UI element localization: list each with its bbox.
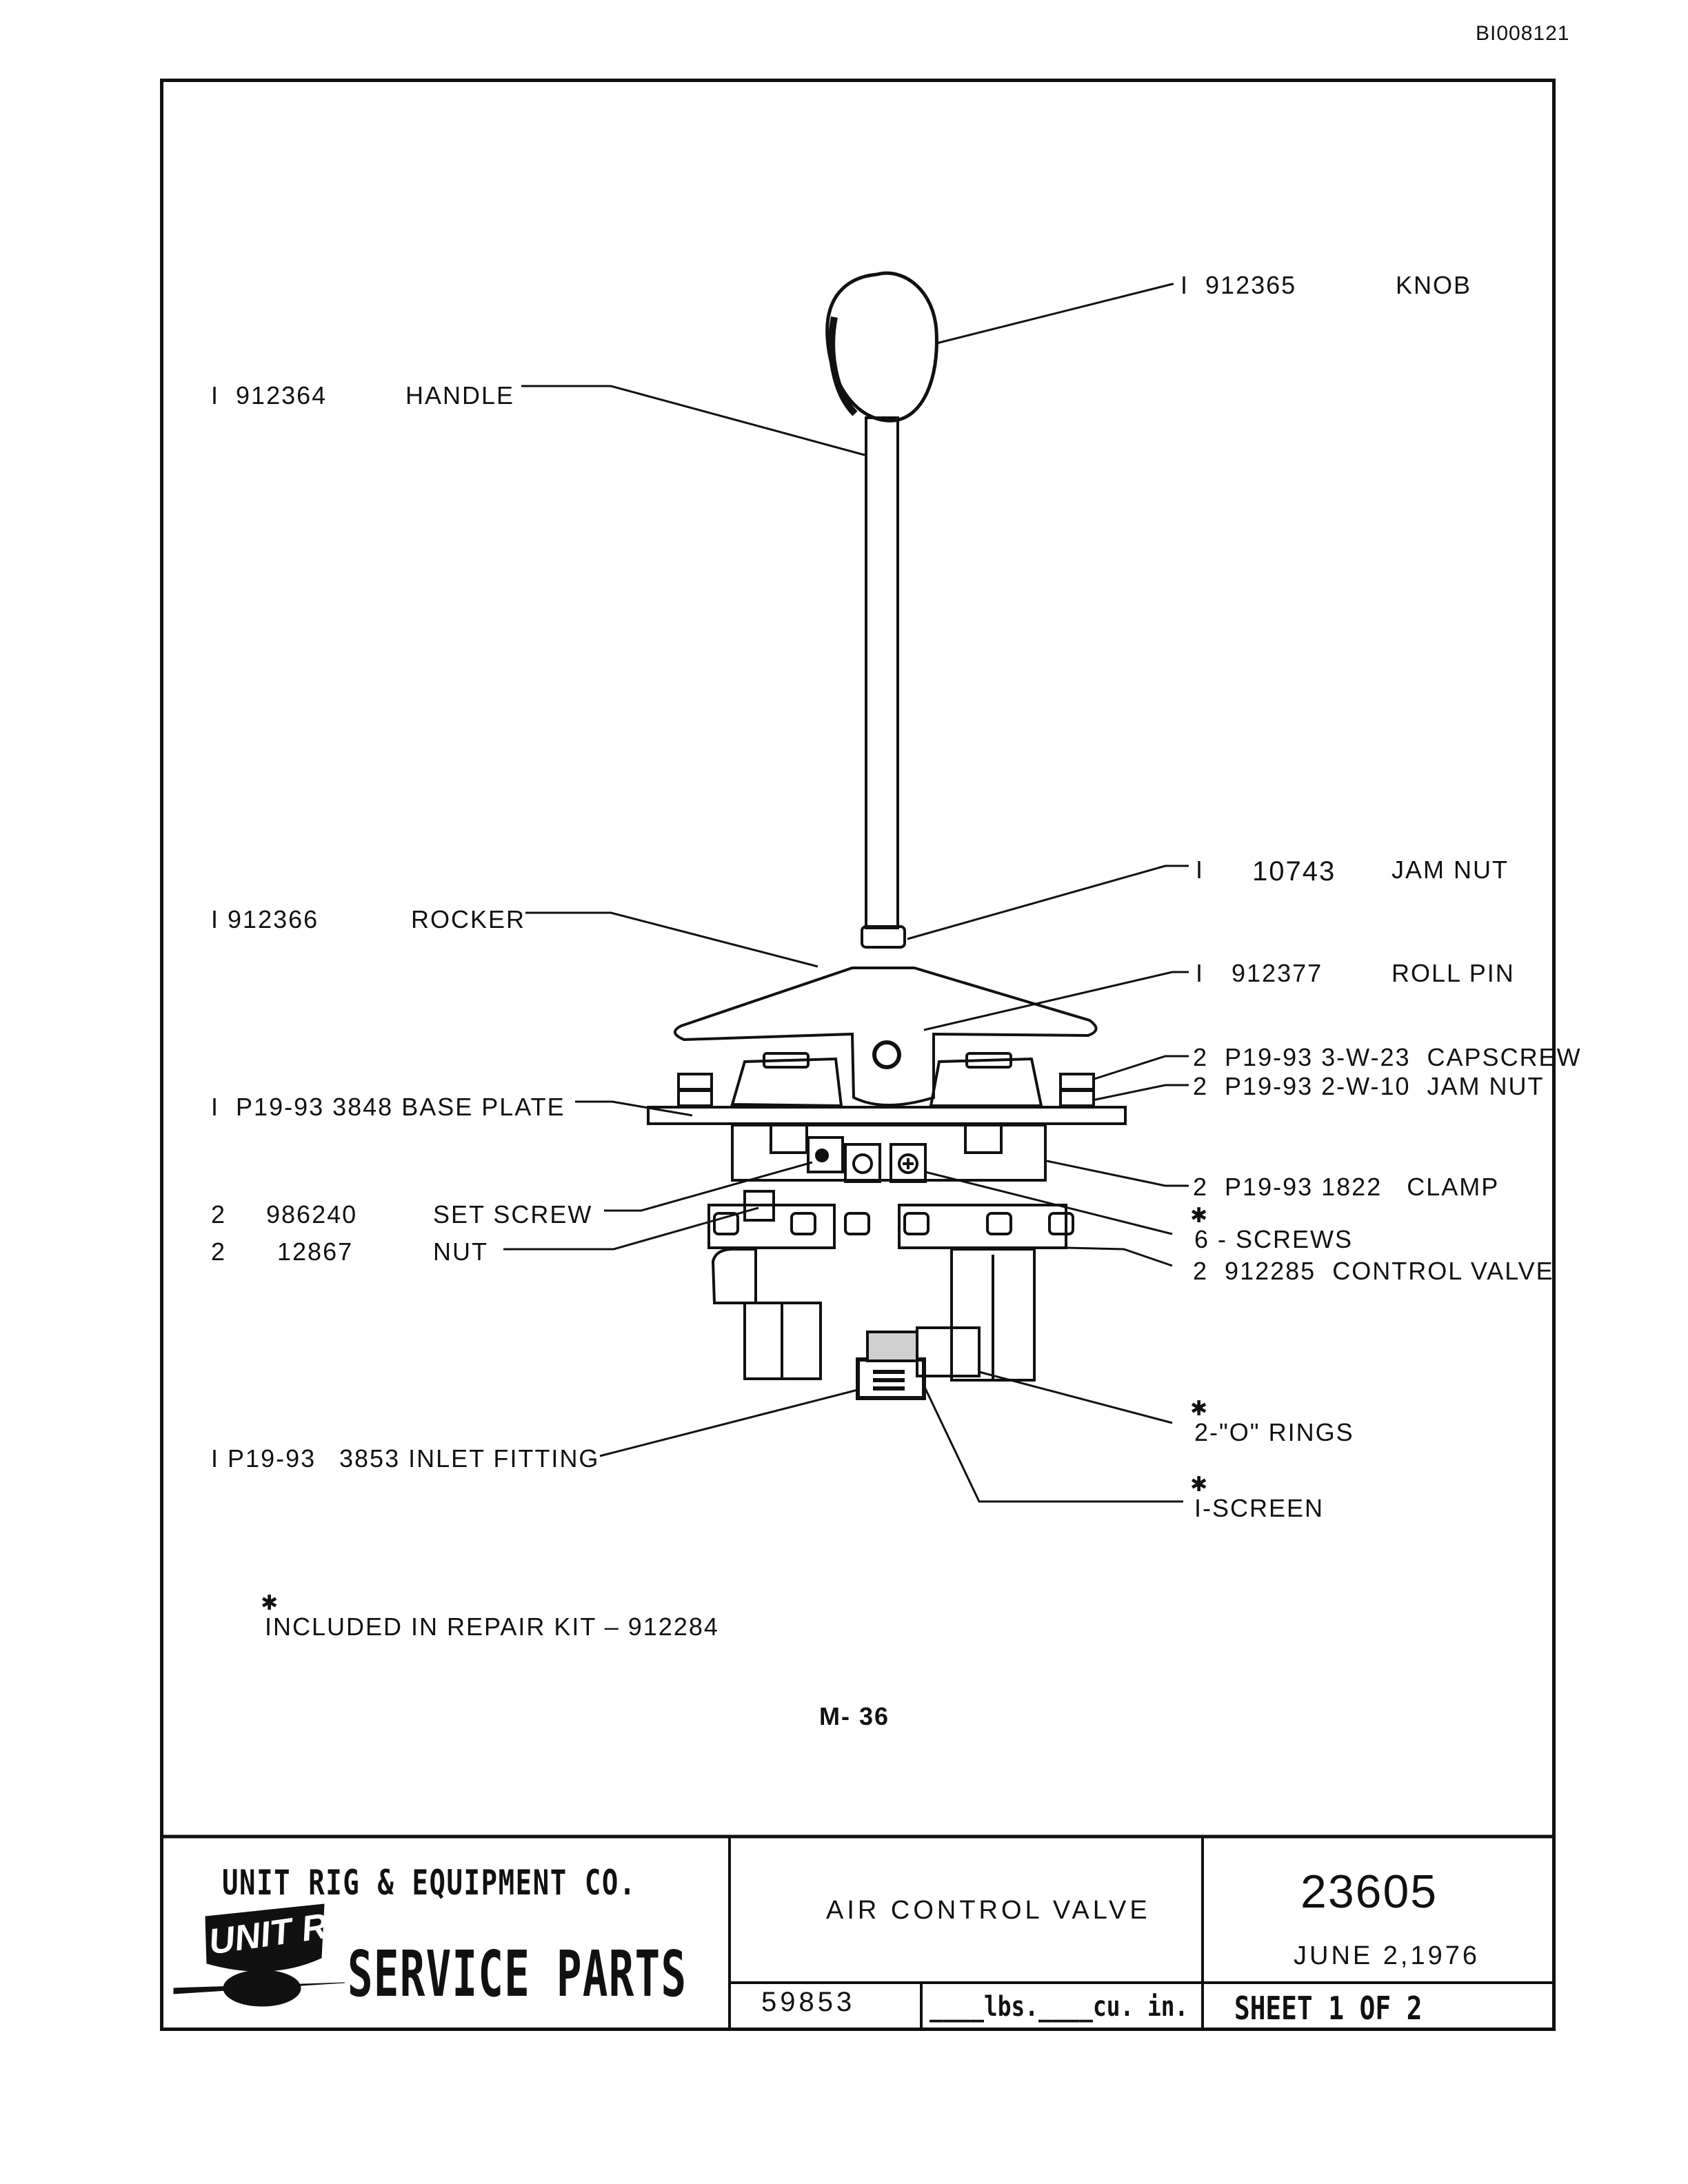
rocker-shape — [674, 967, 1098, 1106]
drawing-number: 23605 — [1300, 1866, 1438, 1918]
label-rocker: I 912366 ROCKER — [211, 905, 526, 933]
label-base-plate: I P19-93 3848 BASE PLATE — [211, 1093, 565, 1121]
label-control-valve: 2 912285 CONTROL VALVE — [1193, 1257, 1554, 1285]
handle-shaft — [865, 416, 899, 929]
label-handle: I 912364 HANDLE — [211, 381, 515, 410]
label-jam-nut: I 10743 JAM NUT — [1196, 856, 1509, 887]
part-title: AIR CONTROL VALVE — [826, 1896, 1151, 1925]
drawing-ref: M- 36 — [819, 1702, 890, 1730]
label-capscrew: 2 P19-93 3-W-23 CAPSCREW — [1193, 1043, 1582, 1071]
unit-rig-logo — [173, 1903, 345, 2007]
knob-shape — [825, 271, 938, 423]
drawing-date: JUNE 2,1976 — [1294, 1941, 1480, 1970]
company-name: UNIT RIG & EQUIPMENT CO. — [222, 1863, 636, 1903]
label-set-screw: 2 986240 SET SCREW — [211, 1200, 593, 1228]
label-clamp: 2 P19-93 1822 CLAMP — [1193, 1173, 1500, 1201]
service-parts-heading: SERVICE PARTS — [348, 1937, 687, 2011]
part-code: 59853 — [761, 1987, 856, 2017]
label-screws: 6 - SCREWS — [1194, 1225, 1354, 1253]
sheet-number: SHEET 1 OF 2 — [1234, 1990, 1423, 2027]
weight-volume-field: ____lbs.____cu. in. — [930, 1991, 1189, 2023]
jam-nut-shape — [861, 925, 906, 949]
label-nut: 2 12867 NUT — [211, 1237, 488, 1266]
label-roll-pin: I 912377 ROLL PIN — [1196, 959, 1515, 987]
label-screen: I-SCREEN — [1194, 1494, 1325, 1522]
label-jam-nut-2: 2 P19-93 2-W-10 JAM NUT — [1193, 1072, 1545, 1100]
label-inlet-fitting: I P19-93 3853 INLET FITTING — [211, 1444, 600, 1473]
label-knob: I 912365 KNOB — [1180, 271, 1472, 299]
footnote: INCLUDED IN REPAIR KIT – 912284 — [265, 1612, 719, 1641]
document-id: BI008121 — [1476, 22, 1570, 45]
drawing-frame — [160, 79, 1556, 2031]
label-o-rings: 2-"O" RINGS — [1194, 1418, 1354, 1446]
base-plate-shape — [647, 1106, 1127, 1125]
